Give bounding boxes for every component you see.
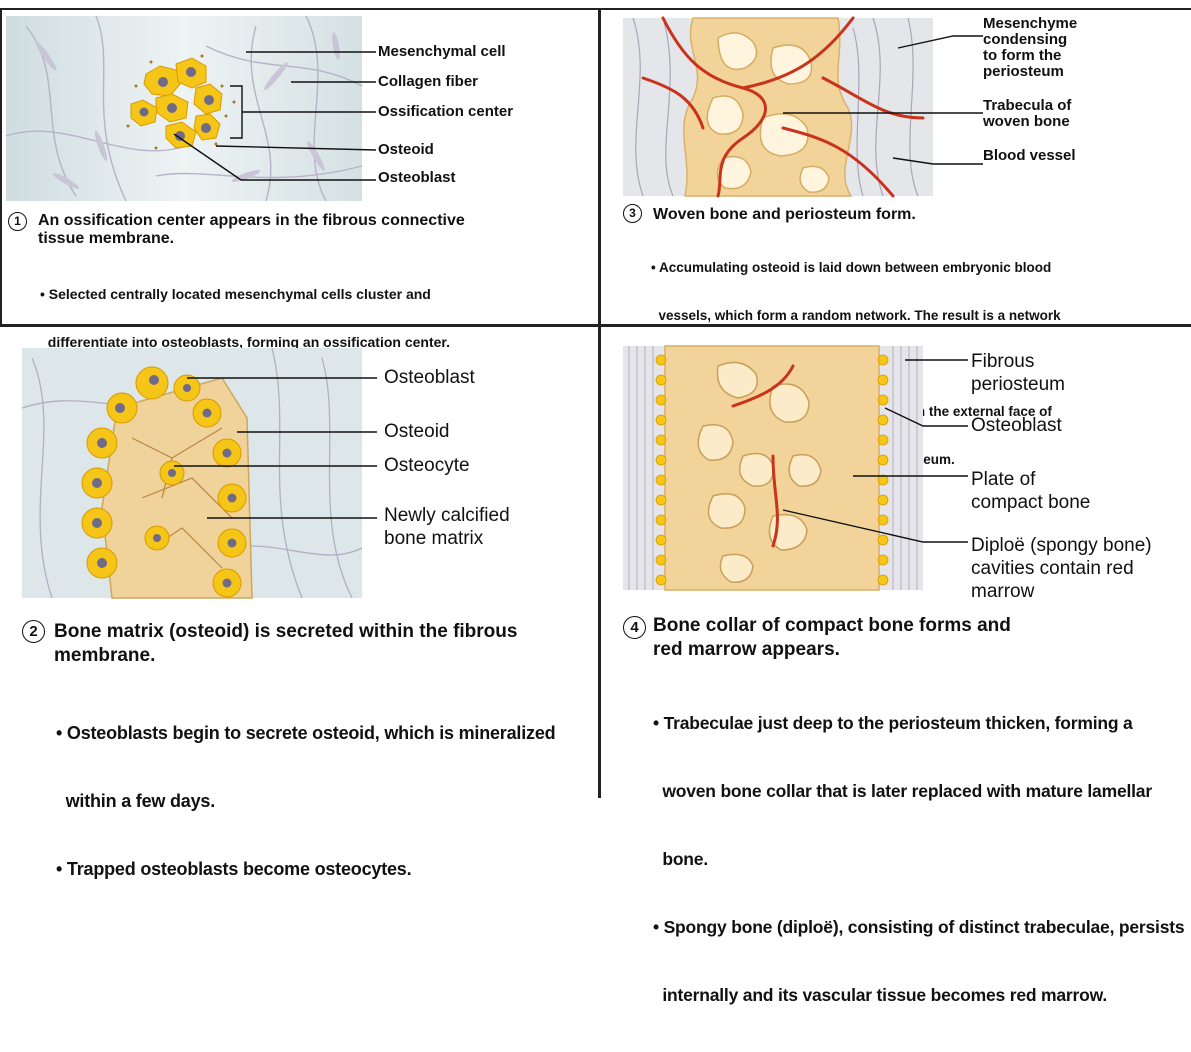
bullet-line: • Spongy bone (diploë), consisting of di… [653,916,1184,938]
title-line: tissue membrane. [38,230,465,248]
panel-step-2: Osteoblast Osteoid Osteocyte Newly calci… [14,326,601,798]
label-fibrous-periosteum: Fibrous periosteum [971,350,1065,396]
label-osteocyte: Osteocyte [384,454,470,477]
title-line: membrane. [54,644,517,668]
label-osteoblast: Osteoblast [378,170,456,186]
bullet-line: vessels, which form a random network. Th… [651,308,1061,324]
step-1-badge: 1 [8,212,27,231]
bullet-line: within a few days. [56,790,555,812]
bullet-line: bone. [653,848,1184,870]
bullet-line: woven bone collar that is later replaced… [653,780,1184,802]
label-osteoblast: Osteoblast [384,366,475,389]
panel-step-1: Mesenchymal cell Collagen fiber Ossifica… [0,8,601,326]
label-trabecula: Trabecula of woven bone [983,98,1071,130]
step-3-badge: 3 [623,204,642,223]
label-osteoid: Osteoid [384,420,449,443]
woven-bone-illustration [623,18,933,198]
bullet-line: • Trabeculae just deep to the periosteum… [653,712,1184,734]
label-mesenchymal-cell: Mesenchymal cell [378,44,506,60]
title-line: Bone matrix (osteoid) is secreted within… [54,620,517,644]
bullet-line: • Accumulating osteoid is laid down betw… [651,260,1061,276]
title-line: An ossification center appears in the fi… [38,212,465,230]
label-blood-vessel: Blood vessel [983,148,1076,164]
step-number: 2 [22,620,45,643]
step-4-title: Bone collar of compact bone forms and re… [653,614,1011,662]
step-number: 3 [623,204,642,223]
step-number: 4 [623,616,646,639]
panel-step-4: Fibrous periosteum Osteoblast Plate of c… [601,326,1191,798]
bullet-line: • Trapped osteoblasts become osteocytes. [56,858,555,880]
step-number: 1 [8,212,27,231]
step-2-badge: 2 [22,620,45,643]
bone-collar-illustration [623,346,983,616]
label-osteoblast: Osteoblast [971,414,1062,437]
label-osteoid: Osteoid [378,142,434,158]
label-mesenchyme-condensing: Mesenchyme condensing to form the perios… [983,16,1077,80]
bullet-line: • Osteoblasts begin to secrete osteoid, … [56,722,555,744]
step-1-title: An ossification center appears in the fi… [38,212,465,248]
step-2-title: Bone matrix (osteoid) is secreted within… [54,620,517,668]
label-ossification-center: Ossification center [378,104,513,120]
label-diploe: Diploë (spongy bone) cavities contain re… [971,534,1152,603]
bullet-line: internally and its vascular tissue becom… [653,984,1184,1006]
label-collagen-fiber: Collagen fiber [378,74,478,90]
panel-step-3: Mesenchyme condensing to form the perios… [601,8,1191,326]
title-line: Bone collar of compact bone forms and [653,614,1011,638]
step-2-bullets: • Osteoblasts begin to secrete osteoid, … [56,678,555,926]
step-3-title: Woven bone and periosteum form. [653,206,916,224]
label-compact-bone-plate: Plate of compact bone [971,468,1090,514]
bullet-line: • Selected centrally located mesenchymal… [40,286,450,302]
title-line: red marrow appears. [653,638,1011,662]
bone-matrix-illustration [22,348,382,610]
step-4-bullets: • Trabeculae just deep to the periosteum… [653,668,1184,1052]
step-4-badge: 4 [623,616,646,639]
label-newly-calcified-matrix: Newly calcified bone matrix [384,504,510,550]
